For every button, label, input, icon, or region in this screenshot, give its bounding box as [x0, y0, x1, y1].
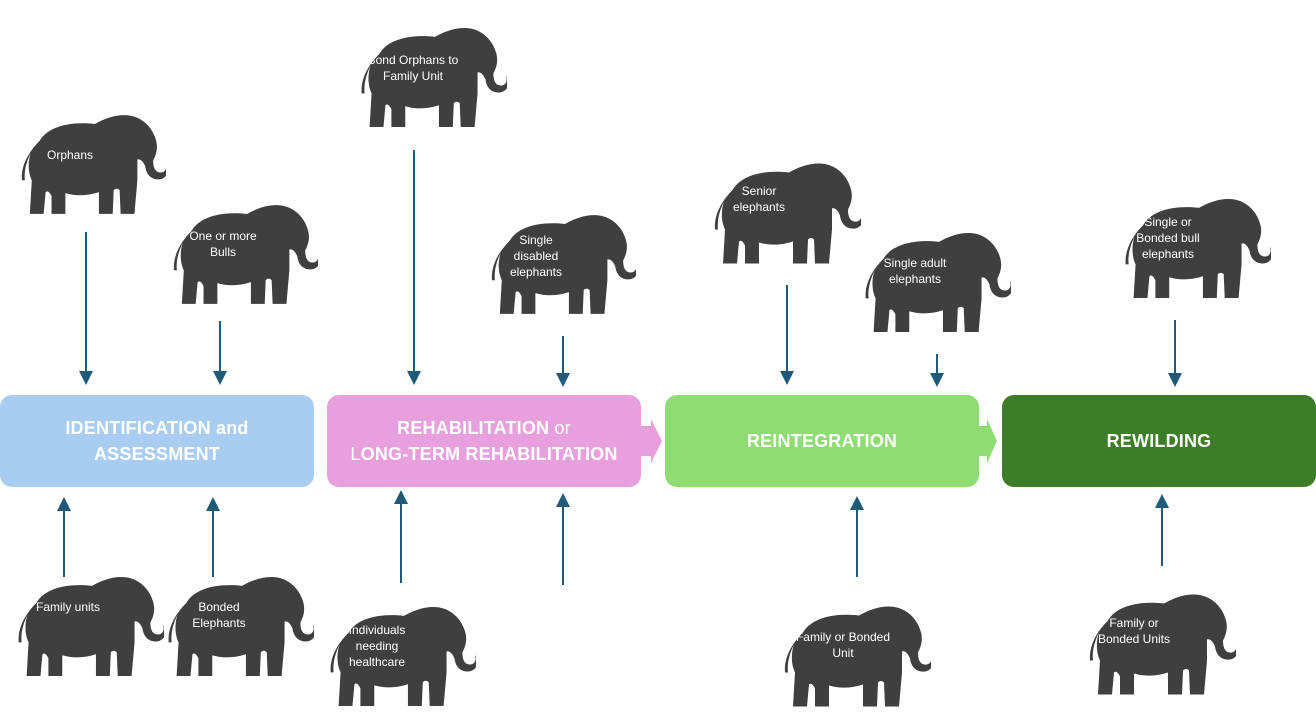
stage-identification-assessment: IDENTIFICATION and ASSESSMENT	[0, 395, 314, 487]
elephant-label-single-disabled: Single disabled elephants	[509, 233, 563, 279]
stage-label: ONG-TERM REHABILITATION	[360, 444, 618, 464]
stage-rewilding: REWILDING	[1002, 395, 1316, 487]
stage-label-line: LONG-TERM REHABILITATION	[350, 441, 617, 467]
stage-connector-arrow	[979, 419, 997, 463]
elephant-label-family-bonded-unit: Family or Bonded Unit	[795, 630, 891, 660]
elephant-label-family-bonded-units: Family or Bonded Units	[1097, 616, 1171, 646]
stage-label: L	[350, 444, 361, 464]
stage-label: ASSESSMENT	[93, 444, 220, 464]
stage-label-connector: or	[549, 418, 571, 438]
elephant-label-senior: Senior elephants	[732, 184, 786, 214]
stage-connector-arrow	[641, 419, 662, 463]
elephant-label-single-bonded-bull: Single or Bonded bull elephants	[1136, 215, 1200, 261]
elephant-label-family-units: Family units	[35, 600, 100, 614]
stage-label: REINTEGRATION	[746, 431, 898, 451]
stage-label-line: REHABILITATION or	[350, 415, 617, 441]
elephant-label-single-adult: Single adult elephants	[883, 256, 947, 286]
stage-label: IDENTIFICATION and	[65, 418, 249, 438]
elephant-icon	[21, 115, 166, 214]
elephant-label-individuals-healthcare: Individuals needing healthcare	[348, 623, 406, 669]
elephant-label-bulls: One or more Bulls	[189, 229, 257, 259]
stage-rehabilitation: REHABILITATION or LONG-TERM REHABILITATI…	[327, 395, 641, 487]
elephant-label-orphans: Orphans	[46, 148, 94, 162]
elephant-label-bonded-elephants: Bonded Elephants	[192, 600, 246, 630]
elephant-label-bond-orphans: Bond Orphans to Family Unit	[367, 53, 459, 83]
stage-label: REHABILITATION	[397, 418, 550, 438]
stage-label: REWILDING	[1106, 431, 1212, 451]
elephant-icon	[18, 576, 164, 677]
stage-reintegration: REINTEGRATION	[665, 395, 979, 487]
